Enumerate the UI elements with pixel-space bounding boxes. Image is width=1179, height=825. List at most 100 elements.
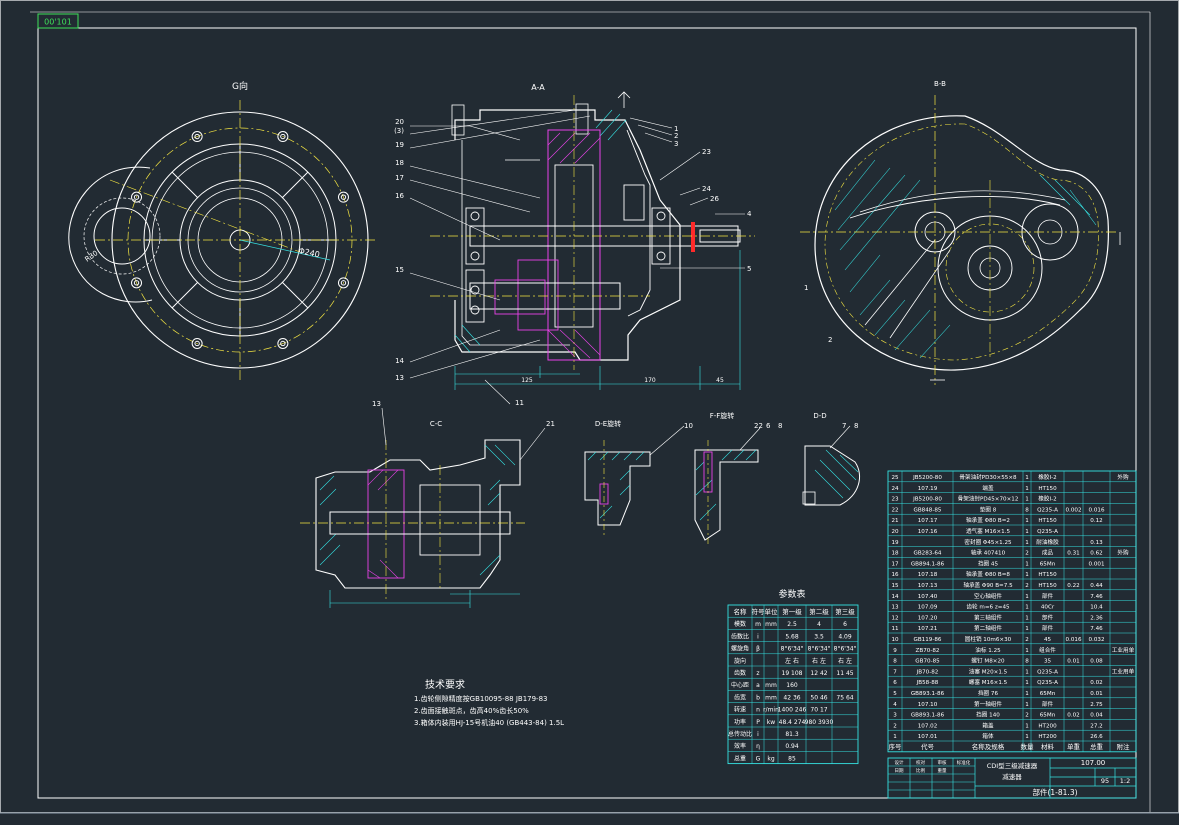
bom-cell: 107.20 bbox=[918, 615, 938, 621]
bom-cell: HT200 bbox=[1038, 723, 1057, 729]
bom-cell: 外购 bbox=[1117, 473, 1129, 481]
param-cell: mm bbox=[765, 621, 777, 628]
bom-cell: 7 bbox=[893, 669, 897, 675]
bom-cell: 第一轴组件 bbox=[974, 700, 1002, 708]
bom-cell: 107.09 bbox=[918, 605, 938, 611]
bom-cell: 骨架油封PD45×70×12 bbox=[958, 495, 1019, 503]
dd-detail: D-D bbox=[802, 412, 860, 506]
bom-cell: HT150 bbox=[1038, 518, 1057, 524]
bolt-hole-inner bbox=[280, 340, 286, 347]
bom-cell: 107.40 bbox=[918, 594, 938, 600]
bom-cell: Q235-A bbox=[1037, 529, 1058, 535]
bom-cell: 油塞 M20×1.5 bbox=[969, 667, 1008, 675]
drawing-frame bbox=[37, 27, 1137, 799]
param-cell: mm bbox=[765, 694, 777, 701]
leader-number: 1 bbox=[674, 125, 678, 133]
bom-cell: 10 bbox=[891, 637, 899, 643]
bom-cell: 107.18 bbox=[918, 572, 938, 578]
bom-header-cell: 总重 bbox=[1090, 742, 1104, 751]
param-cell: η bbox=[756, 743, 760, 750]
bom-cell: 27.2 bbox=[1090, 723, 1102, 729]
param-cell: 75 64 bbox=[836, 694, 853, 701]
bom-cell: 1 bbox=[1025, 594, 1029, 600]
param-cell: 左 右 bbox=[785, 657, 799, 665]
bom-cell: 2.36 bbox=[1090, 615, 1103, 621]
bom-cell: 2.75 bbox=[1090, 702, 1103, 708]
aa-bottom-dims bbox=[454, 250, 741, 390]
bom-cell: 1 bbox=[1025, 615, 1029, 621]
param-cell: 980 3930 bbox=[805, 719, 834, 726]
param-cell: 模数 bbox=[734, 620, 746, 628]
bom-cell: 65Mn bbox=[1040, 691, 1056, 697]
cc-gear bbox=[367, 469, 405, 579]
bom-cell: 35 bbox=[1044, 659, 1052, 665]
leader-number: 13 bbox=[395, 374, 404, 382]
bom-cell: HT200 bbox=[1038, 734, 1057, 740]
ff-label: F-F旋转 bbox=[710, 411, 735, 420]
param-cell: 70 17 bbox=[810, 707, 827, 714]
bom-cell: 107.21 bbox=[918, 626, 938, 632]
bom-cell: 1 bbox=[1025, 540, 1029, 546]
bom-cell: 橡胶I-2 bbox=[1038, 495, 1056, 503]
bom-cell: GB119-86 bbox=[914, 637, 942, 643]
bom-cell: 20 bbox=[891, 529, 899, 535]
param-cell: 81.3 bbox=[785, 731, 799, 738]
bb-view: B-B bbox=[800, 80, 1121, 385]
bom-cell: 21 bbox=[891, 518, 899, 524]
bolt-hole-inner bbox=[280, 133, 286, 140]
param-cell: 0.94 bbox=[785, 743, 799, 750]
bb-hatch bbox=[834, 159, 1097, 359]
bom-cell: 0.01 bbox=[1067, 659, 1080, 665]
bom-cell: 成品 bbox=[1042, 549, 1054, 557]
g-view: G向 R30 Φ240 bbox=[68, 80, 375, 380]
de-leader-10: 10 bbox=[684, 422, 693, 430]
bom-cell: 0.02 bbox=[1090, 680, 1102, 686]
aa-gear-hatch bbox=[547, 132, 601, 359]
param-cell: 48.4 274 bbox=[779, 719, 806, 726]
title-block-cell: 重量 bbox=[938, 767, 947, 774]
param-cell: 功率 bbox=[734, 718, 746, 726]
bom-header-cell: 序号 bbox=[889, 742, 903, 751]
bom-cell: 挡圈 45 bbox=[978, 559, 999, 567]
bom-cell: 箱盖 bbox=[982, 721, 994, 729]
bom-cell: 0.01 bbox=[1090, 691, 1103, 697]
bom-cell: 1 bbox=[1025, 648, 1029, 654]
bom-cell: 1 bbox=[1025, 680, 1029, 686]
cc-section: C-C bbox=[300, 407, 546, 608]
title-block-cell: 校对 bbox=[916, 759, 925, 766]
param-cell: mm bbox=[765, 682, 777, 689]
bom-cell: 1 bbox=[1025, 669, 1029, 675]
bom-cell: 1 bbox=[1025, 734, 1029, 740]
bom-cell: GB893.1-86 bbox=[911, 713, 945, 719]
bom-cell: GB894.1-86 bbox=[911, 561, 945, 567]
bom-cell: HT150 bbox=[1038, 572, 1057, 578]
bom-cell: 2 bbox=[893, 723, 897, 729]
bolt-hole-inner bbox=[194, 340, 200, 347]
aa-section: A-A bbox=[430, 83, 755, 390]
bolt-hole bbox=[191, 131, 203, 143]
side-lug bbox=[68, 166, 153, 303]
de-detail: D-E旋转 bbox=[584, 419, 685, 535]
title-block-cell: 审核 bbox=[938, 759, 947, 766]
side-lug-circle bbox=[93, 207, 151, 265]
param-cell: 42 36 bbox=[783, 694, 800, 701]
param-cell: 中心距 bbox=[731, 681, 749, 689]
param-cell: r/min bbox=[763, 707, 779, 714]
bom-cell: 螺塞 M16×1.5 bbox=[969, 678, 1008, 686]
aa-dim-2: 170 bbox=[644, 377, 656, 384]
bom-cell: 107.01 bbox=[918, 734, 938, 740]
bom-cell: GB893.1-86 bbox=[911, 691, 945, 697]
bom-cell: JB5200-80 bbox=[912, 475, 942, 481]
aa-bearings bbox=[465, 184, 671, 323]
leader-number: 17 bbox=[395, 174, 404, 182]
bom-header-cell: 单重 bbox=[1067, 742, 1081, 751]
title-block-sheet: 95 bbox=[1101, 777, 1109, 785]
param-cell: 5.68 bbox=[785, 633, 799, 640]
param-cell: 4 bbox=[817, 621, 821, 628]
bom-cell: 0.31 bbox=[1067, 551, 1080, 557]
bom-cell: 轴承盖 Φ90 B=7.5 bbox=[963, 581, 1013, 589]
param-cell: 6 bbox=[843, 621, 847, 628]
